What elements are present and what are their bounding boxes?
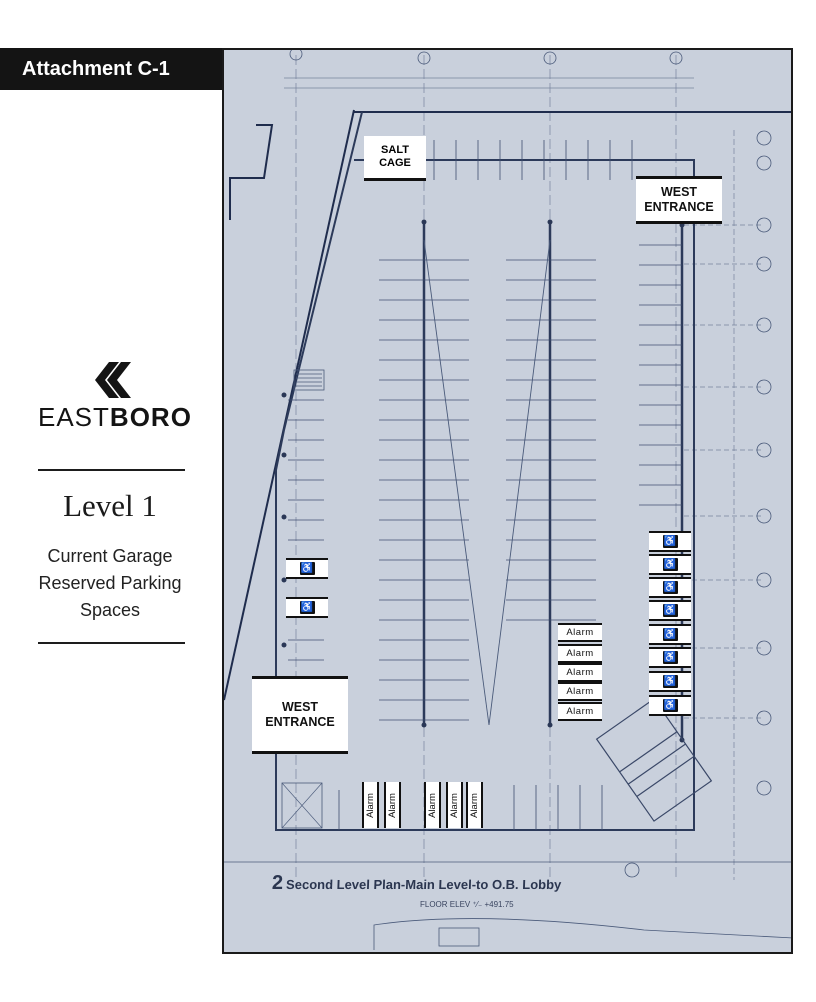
alarm-slot: Alarm [424,782,441,828]
handicap-slot: ♿ [649,554,691,575]
brand-logo: EASTBORO [38,362,192,433]
brand-name: EASTBORO [38,402,192,432]
handicap-slot: ♿ [649,531,691,552]
blueprint-drawing [224,50,791,950]
divider-bottom [38,642,185,644]
handicap-slot: ♿ [649,600,691,621]
wheelchair-icon: ♿ [662,628,678,641]
handicap-slot: ♿ [286,558,328,579]
wheelchair-icon: ♿ [662,699,678,712]
handicap-slot: ♿ [649,624,691,645]
floor-elevation: FLOOR ELEV ⁺⁄₋ +491.75 [420,900,514,909]
alarm-slot: Alarm [558,644,602,663]
alarm-slot: Alarm [558,702,602,721]
wheelchair-icon: ♿ [299,562,315,575]
divider-top [38,469,185,471]
wheelchair-icon: ♿ [662,651,678,664]
alarm-slot: Alarm [384,782,401,828]
attachment-label: Attachment C-1 [0,48,222,90]
wheelchair-icon: ♿ [299,601,315,614]
handicap-slot: ♿ [649,671,691,692]
alarm-slot: Alarm [466,782,483,828]
alarm-slot: Alarm [446,782,463,828]
handicap-slot: ♿ [649,695,691,716]
handicap-slot: ♿ [649,577,691,598]
level-title: Level 1 [63,488,157,523]
handicap-slot: ♿ [649,647,691,668]
wheelchair-icon: ♿ [662,675,678,688]
alarm-slot: Alarm [558,623,602,642]
alarm-slot: Alarm [558,682,602,701]
double-chevron-left-icon [95,362,131,398]
wheelchair-icon: ♿ [662,558,678,571]
wheelchair-icon: ♿ [662,535,678,548]
alarm-slot: Alarm [362,782,379,828]
alarm-slot: Alarm [558,663,602,682]
wheelchair-icon: ♿ [662,604,678,617]
page-subtitle: Current Garage Reserved Parking Spaces [38,546,182,620]
handicap-slot: ♿ [286,597,328,618]
wheelchair-icon: ♿ [662,581,678,594]
